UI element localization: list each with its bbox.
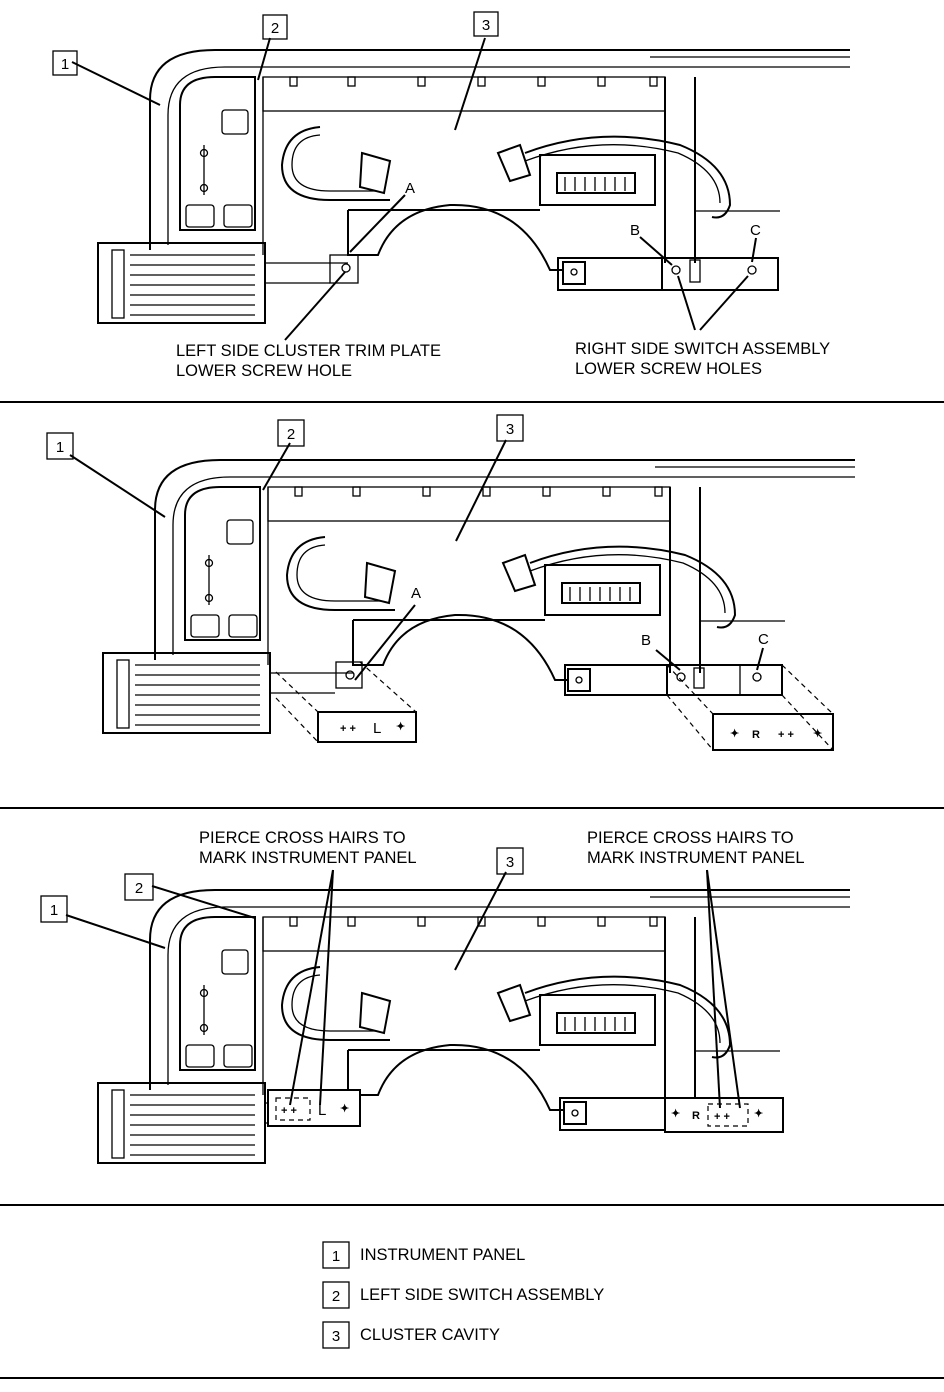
legend: 1 INSTRUMENT PANEL 2 LEFT SIDE SWITCH AS… <box>322 1241 604 1349</box>
callout-1 <box>52 50 78 76</box>
callout-3 <box>473 11 499 37</box>
point-b-label: B <box>641 632 651 649</box>
right-screw-holes-label: LOWER SCREW HOLES <box>575 360 762 378</box>
right-pierce-note-line2: MARK INSTRUMENT PANEL <box>587 849 805 867</box>
legend-number-1: 1 <box>332 1248 340 1265</box>
callout-2-number: 2 <box>287 426 295 443</box>
right-crosshairs: + + <box>714 1111 730 1123</box>
point-c-label: C <box>750 222 761 239</box>
right-pierce-note-line1: PIERCE CROSS HAIRS TO <box>587 829 794 847</box>
callout-2-number: 2 <box>135 880 143 897</box>
left-trim-plate-label: LEFT SIDE CLUSTER TRIM PLATE <box>176 342 441 360</box>
left-pierce-note-line2: MARK INSTRUMENT PANEL <box>199 849 417 867</box>
right-switch-strip <box>557 257 779 291</box>
right-template-marks: + + <box>778 729 794 741</box>
left-screw-hole-label: LOWER SCREW HOLE <box>176 362 352 380</box>
callout-2 <box>262 14 288 40</box>
screw-hole-b <box>671 265 681 275</box>
callout-1-number: 1 <box>56 439 64 456</box>
legend-box-3 <box>322 1321 350 1349</box>
left-template-cross: ✦ <box>340 1103 349 1115</box>
left-template-cross: ✦ <box>396 721 405 733</box>
panel-3: + + L ✦ ✦ R + + ✦ 1 2 3 PIERCE CROSS HAI… <box>40 829 851 1164</box>
right-template-letter: R <box>752 729 760 741</box>
right-template-letter: R <box>692 1110 700 1122</box>
right-switch-label: RIGHT SIDE SWITCH ASSEMBLY <box>575 340 830 358</box>
legend-label-2: LEFT SIDE SWITCH ASSEMBLY <box>360 1286 604 1304</box>
left-template <box>317 711 417 743</box>
right-template-cross-left: ✦ <box>671 1108 680 1120</box>
panel-2: + + L ✦ ✦ R + + ✦ 1 2 3 A B C <box>46 414 856 751</box>
legend-number-2: 2 <box>332 1288 340 1305</box>
left-template-letter: L <box>373 720 381 737</box>
screw-hole-c <box>747 265 757 275</box>
callout-3-number: 3 <box>482 17 490 34</box>
legend-number-3: 3 <box>332 1328 340 1345</box>
legend-box-2 <box>322 1281 350 1309</box>
left-crosshairs: + + <box>281 1105 297 1117</box>
callout-2-number: 2 <box>271 20 279 37</box>
callout-3-number: 3 <box>506 854 514 871</box>
right-template-cross-right: ✦ <box>754 1108 763 1120</box>
left-template-letter: L <box>318 1102 326 1119</box>
left-template-marks: + + <box>340 723 356 735</box>
left-screw-hole <box>329 254 359 284</box>
legend-box-1 <box>322 1241 350 1269</box>
legend-label-1: INSTRUMENT PANEL <box>360 1246 525 1264</box>
callout-3-number: 3 <box>506 421 514 438</box>
point-a-label: A <box>405 180 415 197</box>
left-pierce-note-line1: PIERCE CROSS HAIRS TO <box>199 829 406 847</box>
point-a-label: A <box>411 585 421 602</box>
right-template-cross-right: ✦ <box>813 728 822 740</box>
callout-1-number: 1 <box>61 56 69 73</box>
point-c-label: C <box>758 631 769 648</box>
panel-1: 1 2 3 A B C LEFT SIDE CLUSTER TRIM PLATE… <box>52 11 851 380</box>
right-template-cross-left: ✦ <box>730 728 739 740</box>
right-template <box>712 713 834 751</box>
callout-1-number: 1 <box>50 902 58 919</box>
point-b-label: B <box>630 222 640 239</box>
legend-label-3: CLUSTER CAVITY <box>360 1326 500 1344</box>
